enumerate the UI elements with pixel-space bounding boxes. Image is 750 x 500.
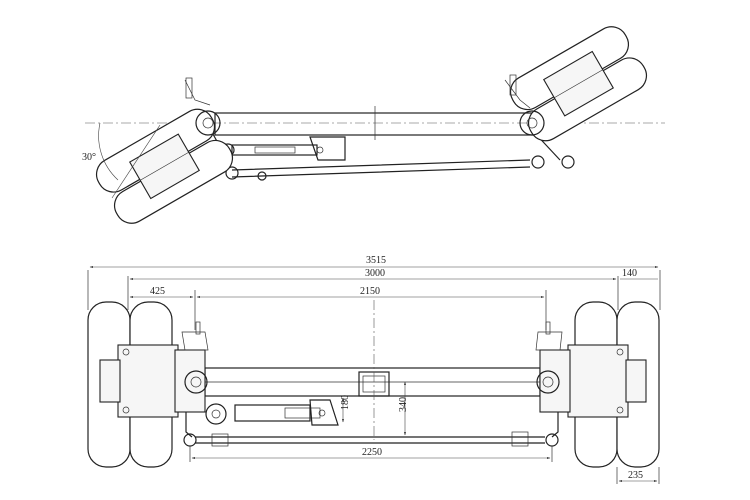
dim-drop: 340 bbox=[398, 397, 409, 412]
front-right-brake-chamber bbox=[535, 331, 563, 351]
top-knuckle-right bbox=[519, 110, 545, 136]
top-steer-cylinder bbox=[231, 144, 318, 156]
top-knuckle-left bbox=[195, 110, 221, 136]
tie-rod-clamp-left bbox=[211, 433, 229, 447]
top-tie-rod bbox=[231, 159, 531, 178]
front-left-valve bbox=[195, 321, 201, 335]
dim-tire-width: 235 bbox=[628, 470, 643, 481]
dim-beam-height: 180 bbox=[340, 395, 351, 410]
top-steer-rod bbox=[254, 146, 296, 154]
front-tie-rod-end-right bbox=[545, 433, 559, 447]
front-right-steer-arm bbox=[551, 412, 559, 438]
steer-cylinder-bracket bbox=[309, 399, 339, 426]
top-tie-rod-clamp-left bbox=[257, 171, 267, 181]
steer-angle-arc bbox=[98, 122, 119, 181]
top-view: 30° bbox=[82, 26, 665, 224]
dim-offset-left: 425 bbox=[150, 286, 165, 297]
top-wheel-right bbox=[509, 26, 648, 142]
dim-tie-rod: 2250 bbox=[362, 447, 382, 458]
front-left-knuckle bbox=[174, 349, 206, 413]
front-left-kingpin bbox=[184, 370, 208, 394]
top-tie-rod-end-left bbox=[225, 166, 239, 180]
front-left-hub-cap bbox=[99, 359, 121, 403]
front-left-steer-arm bbox=[185, 412, 193, 438]
steer-angle-label: 30° bbox=[82, 152, 96, 163]
front-right-kingpin bbox=[536, 370, 560, 394]
top-tie-rod-joint-right bbox=[561, 155, 575, 169]
front-view: 3515 3000 140 425 2150 2250 bbox=[87, 255, 661, 484]
front-right-knuckle bbox=[539, 349, 571, 413]
dim-overall-width: 3515 bbox=[366, 255, 386, 266]
top-tie-rod-end-right bbox=[531, 155, 545, 169]
dim-spring-span: 2150 bbox=[360, 286, 380, 297]
steer-cylinder-rod bbox=[284, 407, 321, 419]
front-right-hub-cap bbox=[625, 359, 647, 403]
front-tie-rod bbox=[195, 436, 545, 444]
top-brake-chamber-left bbox=[184, 79, 211, 106]
front-right-hub bbox=[567, 344, 629, 418]
top-wheel-left bbox=[95, 108, 234, 224]
tie-rod-clamp-right bbox=[511, 431, 529, 447]
steer-cylinder bbox=[234, 404, 311, 422]
top-cylinder-bracket bbox=[309, 136, 346, 161]
front-left-brake-chamber bbox=[181, 331, 209, 351]
front-left-hub bbox=[117, 344, 179, 418]
top-cylinder-pin bbox=[316, 146, 324, 154]
dim-axle-width: 3000 bbox=[365, 268, 385, 279]
top-brake-valve-right bbox=[509, 74, 517, 96]
front-right-valve bbox=[545, 321, 551, 335]
steer-cylinder-mount bbox=[205, 403, 227, 425]
dim-offset-right: 140 bbox=[622, 268, 637, 279]
top-brake-valve-left bbox=[185, 77, 193, 99]
